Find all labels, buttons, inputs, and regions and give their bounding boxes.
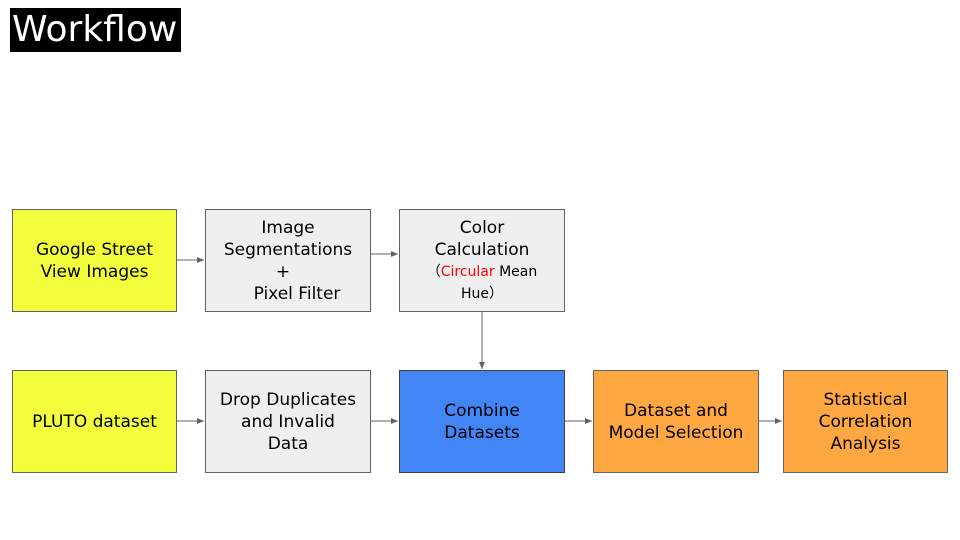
node-label-line: Datasets [444, 422, 520, 443]
slide-title: Workflow [10, 8, 181, 52]
color-method-note-line2: Hue） [460, 285, 503, 302]
color-method-note: （Circular Mean [427, 261, 538, 283]
node-color-calculation: Color Calculation （Circular Mean Hue） [399, 209, 565, 312]
note-open-paren: （ [426, 263, 441, 280]
node-label-line: Drop Duplicates [219, 389, 357, 410]
note-highlight: Circular [440, 263, 495, 280]
node-label-line: Color [459, 217, 505, 238]
node-label-line: View Images [40, 261, 149, 282]
node-label-line: Correlation [818, 411, 913, 432]
node-label-line: Dataset and [624, 400, 728, 421]
node-statistical-correlation-analysis: Statistical Correlation Analysis [783, 370, 948, 473]
node-label-line: and Invalid [241, 411, 335, 432]
node-label-line: Segmentations [223, 239, 353, 260]
node-label-line: Statistical [823, 389, 908, 410]
node-label-line: Combine [444, 400, 520, 421]
node-label-line: Model Selection [608, 422, 744, 443]
node-label-line: Data [267, 433, 309, 454]
node-dataset-model-selection: Dataset and Model Selection [593, 370, 759, 473]
node-label-line: Google Street [35, 239, 153, 260]
node-drop-duplicates: Drop Duplicates and Invalid Data [205, 370, 371, 473]
node-label-line: Pixel Filter [253, 283, 341, 304]
node-pluto-dataset: PLUTO dataset [12, 370, 177, 473]
node-image-segmentations: Image Segmentations + Pixel Filter [205, 209, 371, 312]
node-label-line: Analysis [830, 433, 901, 454]
node-google-street-view-images: Google Street View Images [12, 209, 177, 312]
node-label-line: Image [261, 217, 315, 238]
note-rest: Mean [494, 263, 538, 280]
node-label-line: + [275, 261, 291, 282]
node-label-line: Calculation [434, 239, 530, 260]
node-combine-datasets: Combine Datasets [399, 370, 565, 473]
node-label-line: PLUTO dataset [32, 411, 157, 432]
